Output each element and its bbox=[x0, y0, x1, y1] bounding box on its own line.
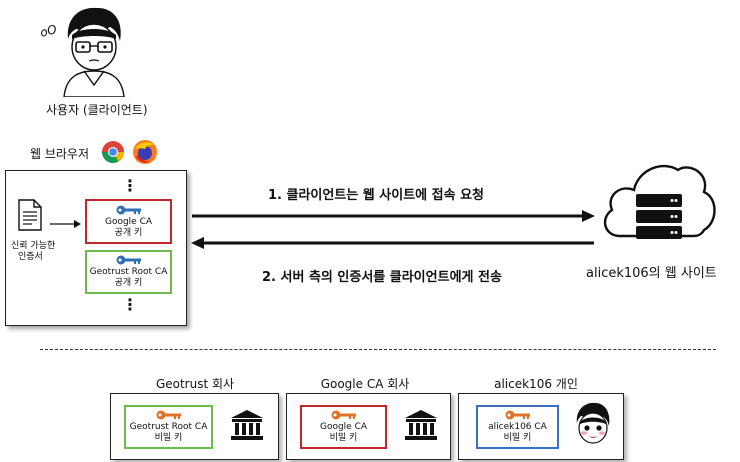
company-title-alicek106: alicek106 개인 bbox=[494, 377, 578, 391]
google-private-key-card: Google CA 비밀 키 bbox=[300, 405, 387, 449]
browser-label: 웹 브라우저 bbox=[30, 147, 90, 161]
company-title-google: Google CA 회사 bbox=[320, 377, 410, 391]
card-line1: Geotrust Root CA bbox=[129, 422, 208, 432]
public-key-icon bbox=[116, 255, 141, 265]
section-divider bbox=[40, 349, 716, 350]
card-line2: 비밀 키 bbox=[329, 433, 358, 443]
geotrust-public-key-card: Geotrust Root CA 공개 키 bbox=[85, 250, 172, 294]
card-line1: alicek106 CA bbox=[488, 422, 547, 432]
document-icon bbox=[18, 199, 42, 231]
private-key-icon bbox=[331, 410, 356, 420]
geotrust-private-key-card: Geotrust Root CA 비밀 키 bbox=[124, 405, 213, 449]
private-key-icon bbox=[505, 410, 530, 420]
browser-trust-store bbox=[5, 170, 187, 326]
public-key-icon bbox=[116, 205, 141, 214]
request-arrow bbox=[192, 210, 595, 222]
alicek106-private-key-card: alicek106 CA 비밀 키 bbox=[476, 405, 559, 449]
card-line2: 비밀 키 bbox=[154, 433, 183, 443]
chrome-icon bbox=[102, 141, 124, 163]
person-icon bbox=[576, 402, 610, 444]
pointer-arrow bbox=[50, 220, 81, 228]
company-title-geotrust: Geotrust 회사 bbox=[155, 377, 235, 391]
thinking-bubble: oO bbox=[38, 22, 59, 40]
server-label: alicek106의 웹 사이트 bbox=[586, 266, 717, 281]
request-label: 1. 클라이언트는 웹 사이트에 접속 요청 bbox=[268, 188, 485, 203]
client-label: 사용자 (클라이언트) bbox=[46, 103, 148, 117]
trusted-certs-label-line1: 신뢰 가능한 bbox=[11, 241, 56, 251]
cloud-server-icon bbox=[603, 164, 716, 239]
bank-icon bbox=[231, 410, 263, 440]
bank-icon bbox=[405, 410, 437, 440]
response-arrow bbox=[191, 237, 594, 249]
private-key-icon bbox=[156, 410, 181, 420]
card-line1: Geotrust Root CA bbox=[89, 267, 168, 277]
ellipsis-bottom: ⋮ bbox=[122, 295, 138, 314]
card-line1: Google CA bbox=[319, 422, 368, 432]
user-avatar-icon bbox=[63, 7, 125, 97]
ellipsis-top: ⋮ bbox=[122, 176, 138, 195]
card-line2: 공개 키 bbox=[114, 278, 143, 288]
card-line1: Google CA bbox=[104, 216, 153, 227]
firefox-icon bbox=[133, 140, 157, 164]
response-label: 2. 서버 측의 인증서를 클라이언트에게 전송 bbox=[262, 270, 502, 285]
trusted-certs-label-line2: 인증서 bbox=[18, 252, 43, 262]
card-line2: 비밀 키 bbox=[503, 433, 532, 443]
google-ca-public-key-card: Google CA 공개 키 bbox=[85, 199, 172, 244]
card-line2: 공개 키 bbox=[114, 227, 143, 238]
